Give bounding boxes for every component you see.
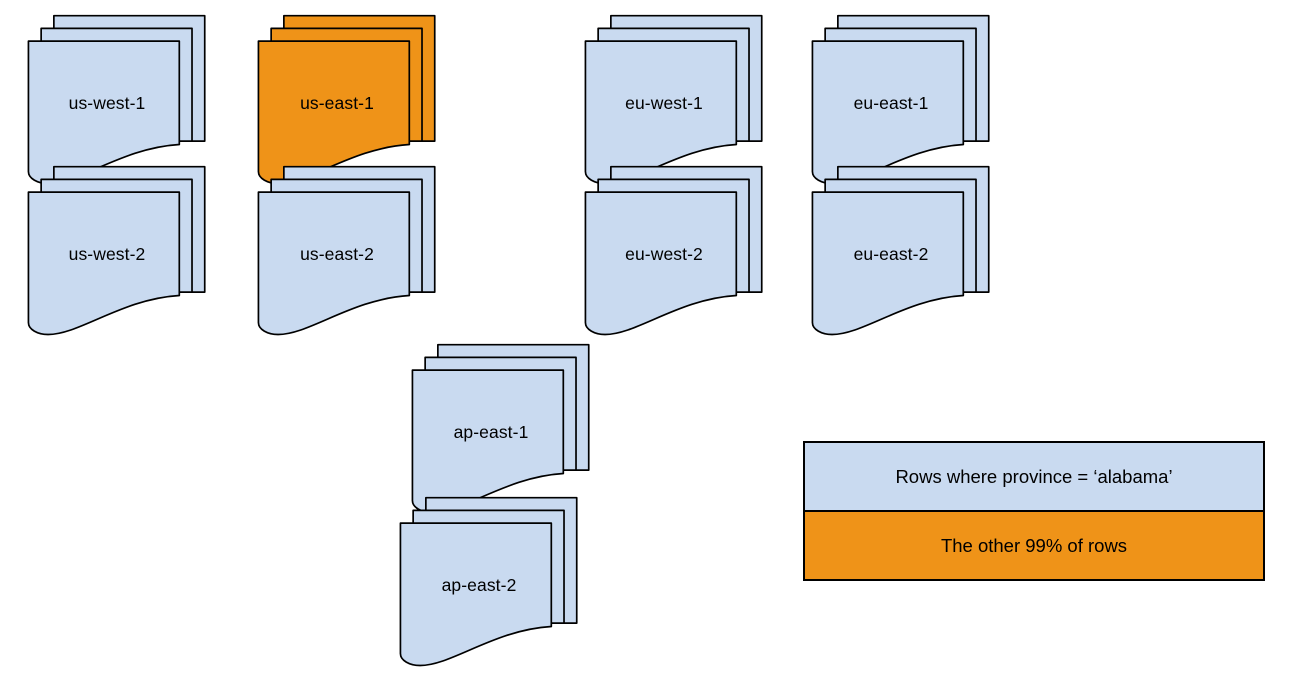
stack-label-us-east-1: us-east-1 [300, 93, 374, 113]
stack-sheet-front [584, 191, 738, 336]
stack-label-ap-east-2: ap-east-2 [441, 575, 517, 595]
stack-sheets-eu-west-1 [584, 14, 763, 185]
stack-label-ap-east-1: ap-east-1 [453, 422, 529, 442]
legend-row-orange: The other 99% of rows [805, 512, 1263, 579]
stack-label-eu-west-2: eu-west-2 [625, 244, 703, 264]
stack-sheets-us-west-2 [27, 165, 206, 336]
legend: Rows where province = ‘alabama’ The othe… [803, 441, 1265, 581]
stack-sheet-front [257, 191, 411, 336]
legend-row-blue: Rows where province = ‘alabama’ [805, 443, 1263, 512]
stack-label-us-west-2: us-west-2 [68, 244, 146, 264]
stack-sheet-front [811, 191, 965, 336]
stack-label-eu-west-1: eu-west-1 [625, 93, 703, 113]
legend-label-orange: The other 99% of rows [940, 534, 1128, 556]
stack-label-us-east-2: us-east-2 [300, 244, 374, 264]
stack-sheets-eu-east-1 [811, 14, 990, 185]
legend-label-blue: Rows where province = ‘alabama’ [895, 465, 1173, 487]
stack-sheets-us-east-1 [257, 14, 436, 185]
stack-label-us-west-1: us-west-1 [68, 93, 146, 113]
stack-sheets-ap-east-1 [411, 343, 590, 514]
stack-sheets-us-west-1 [27, 14, 206, 185]
stack-sheets-eu-east-2 [811, 165, 990, 336]
stack-label-eu-east-1: eu-east-1 [853, 93, 929, 113]
stack-sheet-front [399, 522, 553, 667]
stack-sheet-front [27, 191, 181, 336]
stack-label-eu-east-2: eu-east-2 [853, 244, 929, 264]
stack-sheets-ap-east-2 [399, 496, 578, 667]
stack-sheets-us-east-2 [257, 165, 436, 336]
stack-sheets-eu-west-2 [584, 165, 763, 336]
